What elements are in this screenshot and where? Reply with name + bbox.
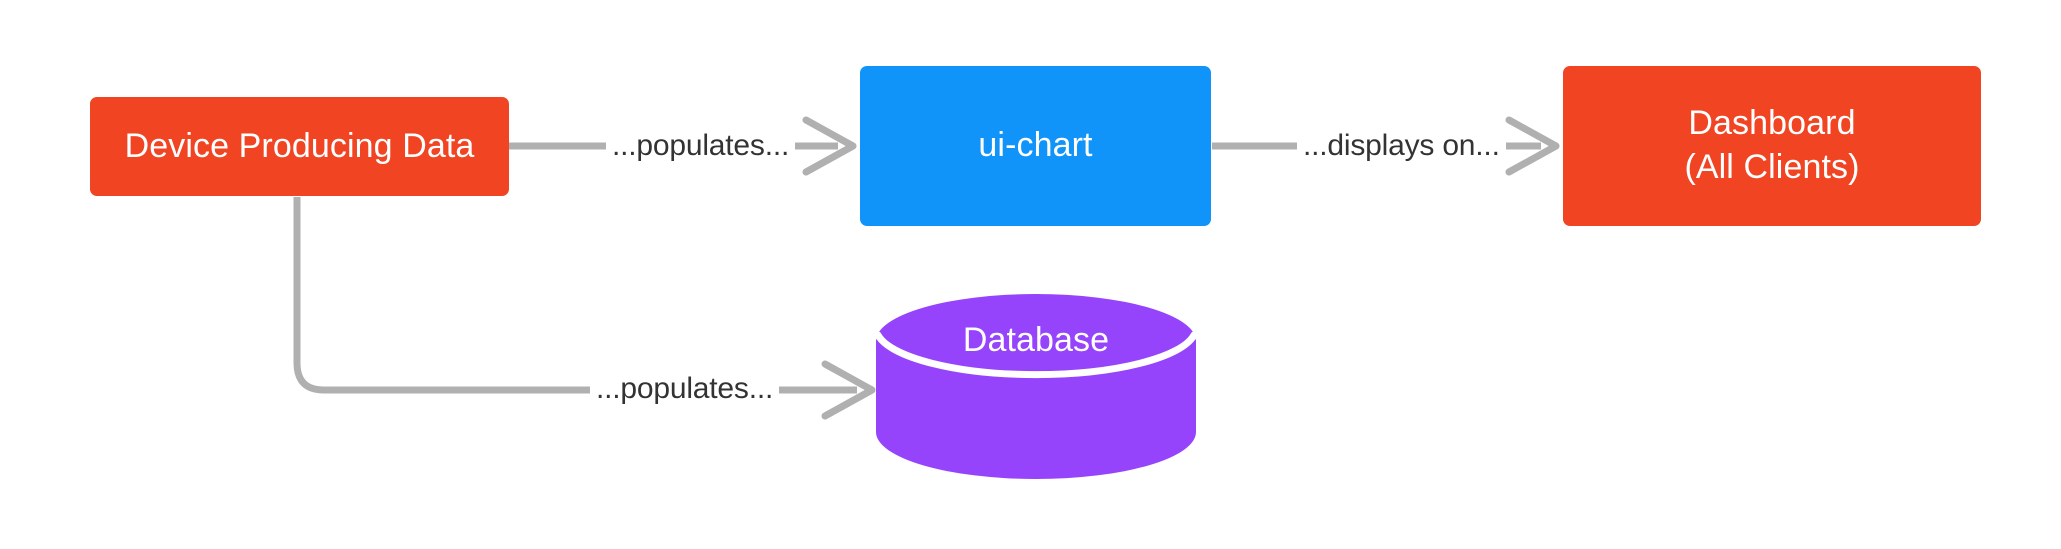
node-database[interactable]: Database: [876, 294, 1196, 479]
node-label-device: Device Producing Data: [124, 126, 475, 165]
arrowhead-device-to-database: [821, 360, 876, 420]
edge-label-device-to-uichart: ...populates...: [606, 131, 796, 161]
node-device-producing-data[interactable]: Device Producing Data: [90, 97, 509, 196]
node-ui-chart[interactable]: ui-chart: [860, 66, 1211, 226]
cylinder-top: [876, 294, 1196, 388]
edge-device-to-database: [293, 197, 876, 420]
node-dashboard[interactable]: Dashboard (All Clients): [1563, 66, 1981, 226]
edge-label-device-to-database: ...populates...: [590, 374, 780, 404]
cylinder-rim-line: [876, 331, 1196, 379]
edge-label-uichart-to-dashboard: ...displays on...: [1297, 131, 1506, 161]
arrowhead-device-to-uichart: [802, 116, 857, 176]
node-label-database: Database: [962, 321, 1110, 359]
node-label-dashboard: Dashboard (All Clients): [1684, 104, 1860, 186]
edge-line-device-to-database: [293, 197, 857, 394]
node-label-uichart: ui-chart: [978, 126, 1093, 165]
arrowhead-uichart-to-dashboard: [1505, 116, 1560, 176]
cylinder-shape-icon: [876, 294, 1196, 479]
